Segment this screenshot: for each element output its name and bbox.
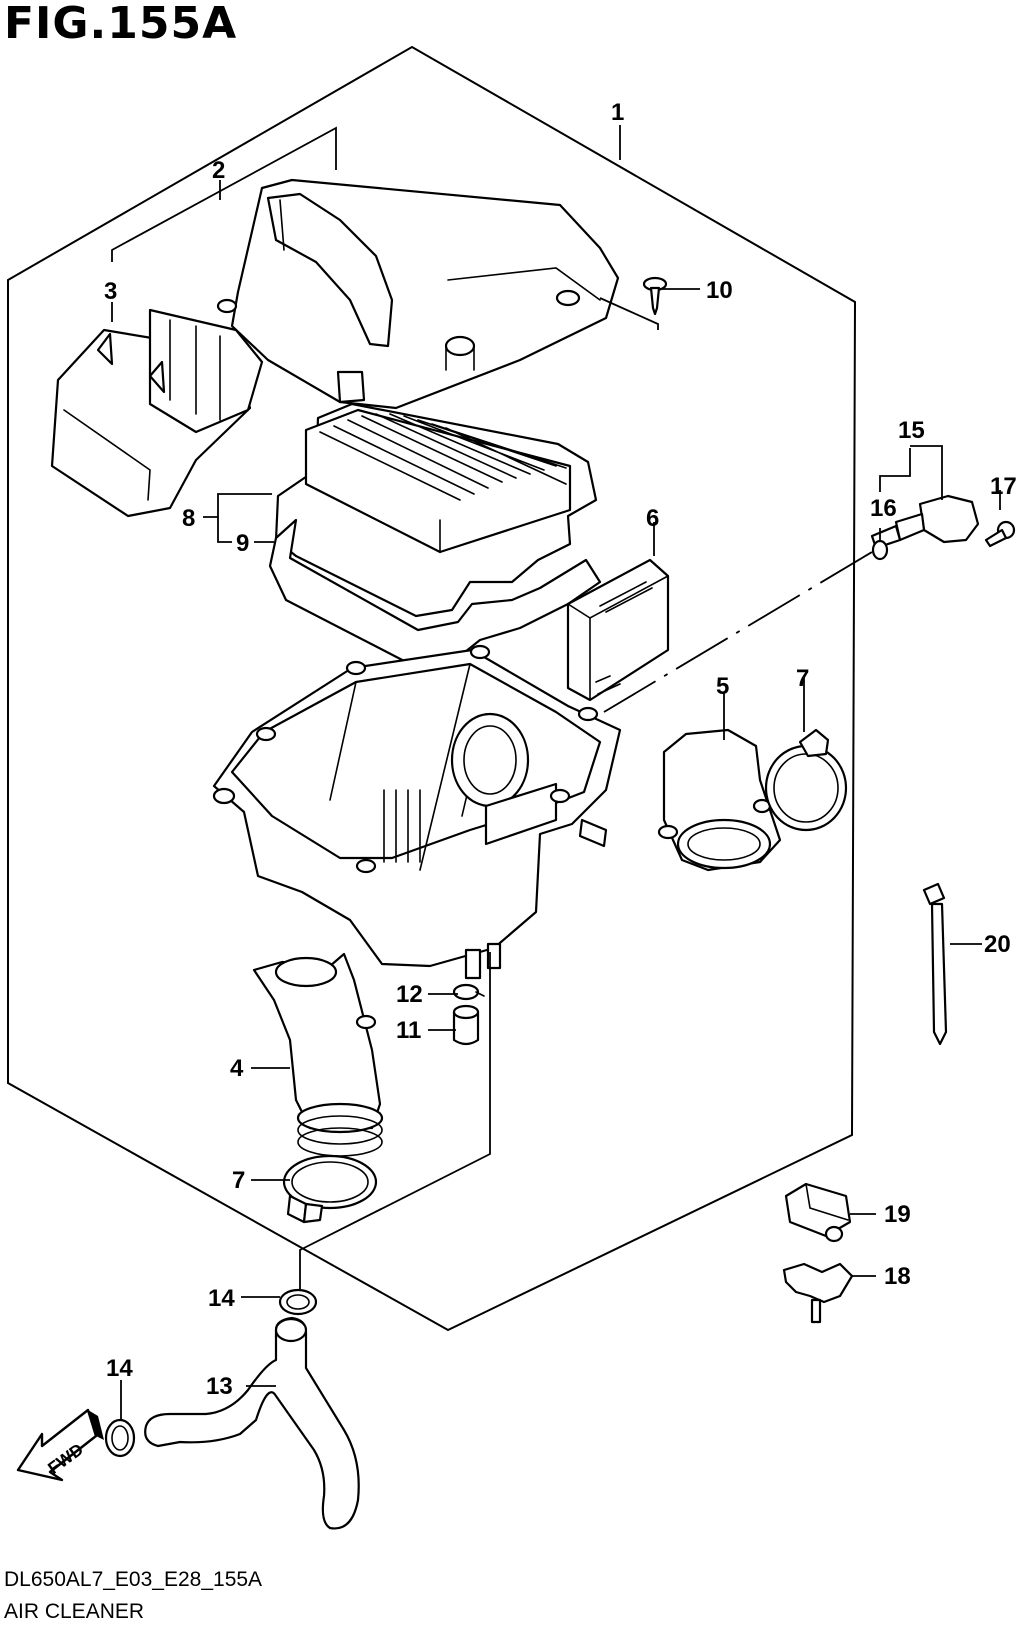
foam-block — [566, 558, 670, 702]
intake-air-temp-sensor — [870, 494, 980, 550]
o-ring — [871, 539, 889, 561]
fwd-arrow: FWD — [16, 1408, 104, 1482]
callout-13: 13 — [206, 1373, 233, 1400]
callout-5: 5 — [716, 673, 729, 700]
callout-4: 4 — [230, 1055, 244, 1082]
connector-19 — [784, 1182, 852, 1243]
air-cleaner-case — [212, 644, 622, 980]
callout-7-lower: 7 — [232, 1167, 245, 1194]
callout-18: 18 — [884, 1263, 911, 1290]
clamp-lower — [282, 1154, 378, 1224]
hose-clamp-lower — [104, 1418, 136, 1458]
intake-duct — [50, 308, 264, 518]
callout-19: 19 — [884, 1201, 911, 1228]
cable-tie — [922, 882, 948, 1046]
callout-1: 1 — [611, 99, 624, 126]
callouts: 1 2 3 10 8 9 6 5 7 15 16 17 20 12 11 4 7… — [104, 99, 1017, 1400]
hose-clamp-upper — [278, 1288, 318, 1316]
figure-code: DL650AL7_E03_E28_155A — [4, 1568, 263, 1591]
figure-name: AIR CLEANER — [4, 1600, 145, 1623]
callout-11: 11 — [396, 1017, 421, 1044]
drain-hose — [144, 1316, 360, 1530]
drain-clip — [452, 983, 485, 1001]
callout-7-upper: 7 — [796, 665, 809, 692]
callout-6: 6 — [646, 505, 659, 532]
leader-lines — [111, 125, 1001, 1420]
callout-14-upper: 14 — [208, 1285, 235, 1312]
screw-10 — [642, 276, 668, 316]
air-cleaner-cap — [216, 178, 620, 410]
callout-12: 12 — [396, 981, 423, 1008]
callout-10: 10 — [706, 277, 733, 304]
callout-9: 9 — [236, 530, 249, 557]
clamp-upper — [764, 728, 848, 832]
assembly-boundary-outline — [7, 45, 857, 1332]
callout-17: 17 — [990, 473, 1017, 500]
callout-20: 20 — [984, 931, 1011, 958]
sensor-18 — [782, 1262, 854, 1324]
callout-2: 2 — [212, 157, 225, 184]
callout-15: 15 — [898, 417, 925, 444]
callout-16: 16 — [870, 495, 897, 522]
screw-17 — [984, 520, 1016, 548]
callout-14-lower: 14 — [106, 1355, 133, 1382]
filter-seal — [268, 518, 602, 666]
air-filter-element — [274, 402, 598, 618]
intake-funnel — [657, 728, 782, 872]
figure-title: FIG.155A — [4, 0, 238, 49]
outlet-tube — [252, 952, 384, 1157]
callout-8: 8 — [182, 505, 195, 532]
drain-plug — [452, 1004, 480, 1046]
callout-3: 3 — [104, 278, 117, 305]
